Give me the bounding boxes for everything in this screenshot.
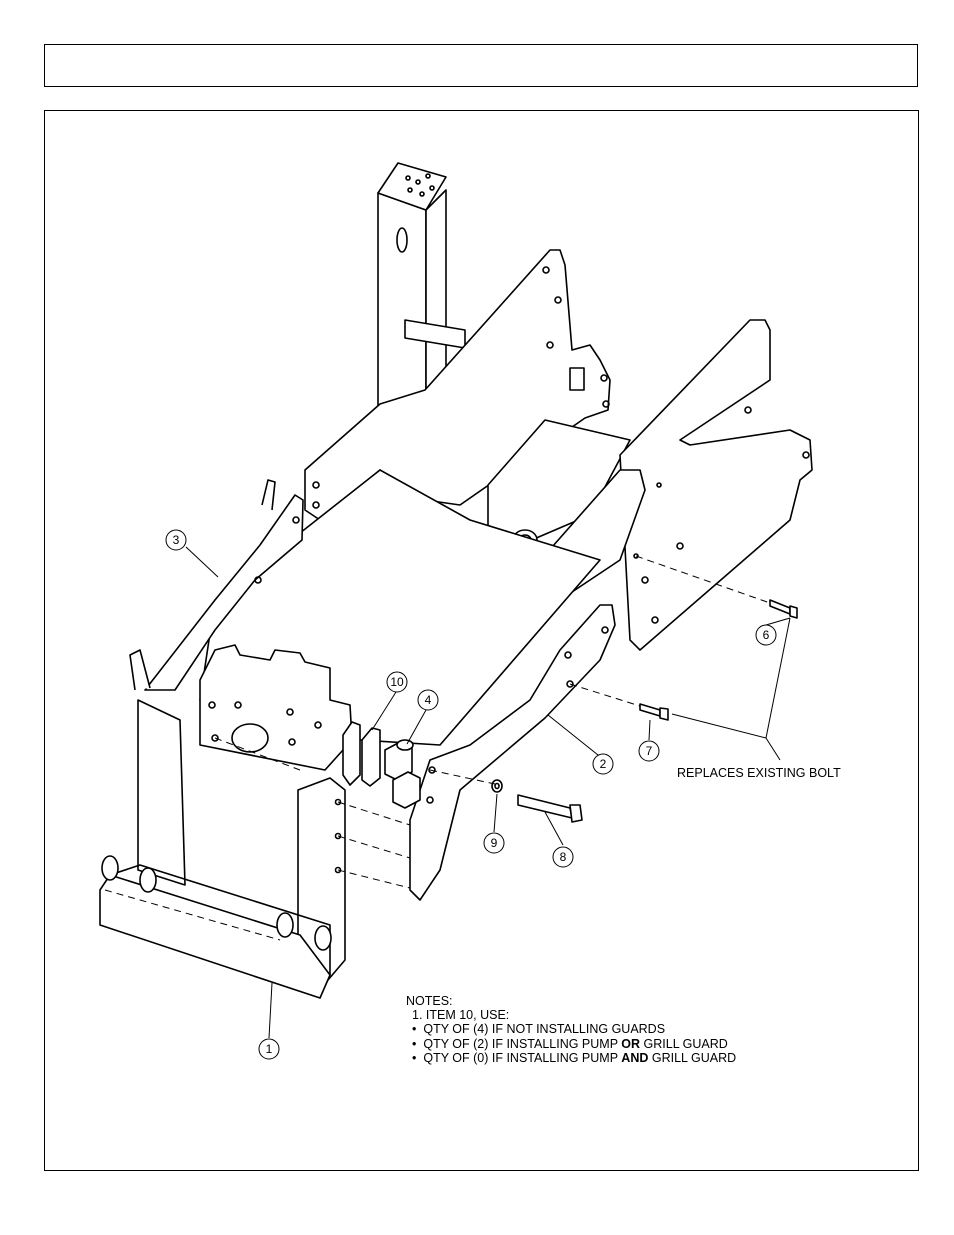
callout-3 (165, 529, 187, 551)
callout-8 (552, 846, 574, 868)
spacers-item-4 (384, 739, 421, 809)
callout-9-label: 9 (491, 836, 498, 850)
drawing-frame (44, 110, 919, 1171)
replaces-existing-bolt-label: REPLACES EXISTING BOLT (677, 766, 841, 780)
bullet-2-text: QTY OF (2) IF INSTALLING PUMP (423, 1036, 622, 1051)
callout-7 (638, 740, 660, 762)
pump-mount-plate (199, 644, 353, 771)
callout-1-label: 1 (266, 1042, 273, 1056)
bullet-glyph: • (412, 1036, 417, 1051)
header-box (44, 44, 918, 87)
right-side-plate (619, 319, 813, 651)
bolt-item-7 (639, 703, 669, 721)
bolt-item-8 (517, 794, 583, 823)
callout-8-label: 8 (560, 850, 567, 864)
callout-1 (258, 1038, 280, 1060)
notes-heading: NOTES: (406, 994, 453, 1008)
notes-bullet: • QTY OF (2) IF INSTALLING PUMP OR GRILL… (406, 1037, 736, 1051)
callout-3-label: 3 (173, 533, 180, 547)
lower-side-plate-item-2 (409, 604, 616, 901)
notes-item-1: 1. ITEM 10, USE: (412, 1008, 510, 1023)
base-frame-item-1 (99, 699, 346, 999)
callout-9 (483, 832, 505, 854)
callout-10-label: 10 (390, 675, 404, 689)
callout-2-label: 2 (600, 757, 607, 771)
link-plate-item-10 (342, 721, 381, 787)
washer-item-9 (491, 779, 503, 793)
notes-bullet: • QTY OF (0) IF INSTALLING PUMP AND GRIL… (406, 1051, 736, 1065)
callout-10 (386, 671, 408, 693)
alignment-lines (104, 555, 771, 941)
pin-item-6 (769, 599, 798, 619)
bullet-glyph: • (412, 1022, 417, 1037)
bullet-2-emphasis: OR (621, 1036, 641, 1051)
bullet-2-text-end: GRILL GUARD (640, 1036, 728, 1051)
bullet-3-emphasis: AND (621, 1050, 649, 1065)
bullet-3-text: QTY OF (0) IF INSTALLING PUMP (423, 1050, 622, 1065)
bullet-glyph: • (412, 1050, 417, 1065)
callout-6-label: 6 (763, 628, 770, 642)
callout-7-label: 7 (646, 744, 653, 758)
notes-bullet: • QTY OF (4) IF NOT INSTALLING GUARDS (406, 1022, 736, 1036)
callout-4 (417, 689, 439, 711)
callout-2 (592, 753, 614, 775)
bullet-3-text-end: GRILL GUARD (648, 1050, 737, 1065)
left-bracket-item-3 (129, 479, 304, 691)
notes-block: NOTES: 1. ITEM 10, USE: • QTY OF (4) IF … (406, 994, 736, 1065)
leader-lines (185, 546, 791, 1039)
callout-4-label: 4 (425, 693, 432, 707)
callout-6 (755, 624, 777, 646)
bullet-1-text: QTY OF (4) IF NOT INSTALLING GUARDS (423, 1022, 666, 1037)
